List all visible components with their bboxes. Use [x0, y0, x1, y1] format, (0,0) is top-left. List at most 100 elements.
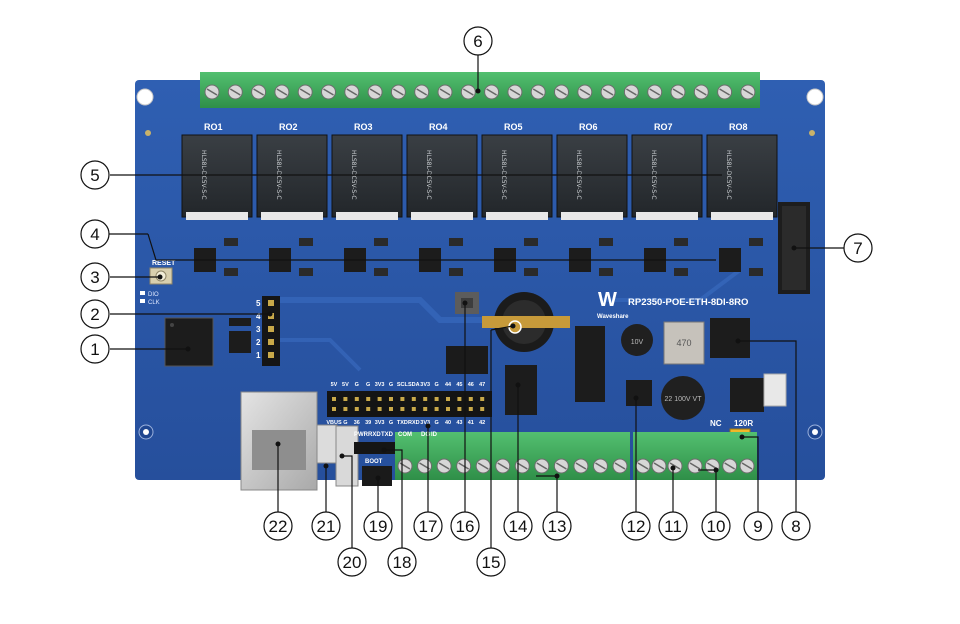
uart-rxd-label: RXD — [368, 432, 381, 438]
callout-13: 13 — [542, 511, 572, 541]
id-label: ID — [431, 432, 438, 438]
callout-7: 7 — [843, 233, 873, 263]
terminal-screw — [647, 84, 663, 100]
header-top-label: G — [434, 382, 438, 388]
terminal-screw — [670, 84, 686, 100]
terminal-screw — [484, 84, 500, 100]
relay: HLS8L-DC5V-S-C — [181, 134, 253, 220]
side-labels: DIO CLK — [140, 291, 160, 306]
terminal-screw — [573, 458, 589, 474]
callout-4: 4 — [80, 219, 110, 249]
header-top-label: 47 — [479, 382, 485, 388]
callout-10: 10 — [701, 511, 731, 541]
header-top-label: 44 — [445, 382, 452, 388]
clk-label: CLK — [148, 300, 160, 306]
callout-21: 21 — [311, 511, 341, 541]
terminal-screw — [475, 458, 491, 474]
callout-number: 1 — [90, 340, 99, 359]
header-bottom-label: 40 — [445, 420, 451, 426]
callout-11: 11 — [658, 511, 688, 541]
callout-number: 18 — [393, 553, 412, 572]
header-bottom-label: 36 — [354, 420, 360, 426]
terminal-screw — [600, 84, 616, 100]
terminal-screw — [495, 458, 511, 474]
terminal-silk: COM DG ID — [398, 432, 438, 438]
relay: HLS8L-DC5V-S-C — [406, 134, 478, 220]
callout-22: 22 — [263, 511, 293, 541]
terminal-screw — [612, 458, 628, 474]
callout-9: 9 — [743, 511, 773, 541]
header-top-label: SCL — [397, 382, 409, 388]
terminal-screw — [740, 84, 756, 100]
terminal-block — [395, 432, 630, 480]
header-top-label: 3V3 — [375, 382, 385, 388]
callout-number: 3 — [90, 268, 99, 287]
header-top-label: 46 — [468, 382, 474, 388]
terminal-screw — [534, 458, 550, 474]
header-top-label: 45 — [456, 382, 462, 388]
header-bottom-label: 3V3 — [420, 420, 430, 426]
callout-3: 3 — [80, 262, 110, 292]
callout-number: 12 — [627, 517, 646, 536]
terminal-screw — [297, 84, 313, 100]
diode — [446, 346, 488, 374]
mounting-holes — [136, 88, 824, 440]
header-bottom-label: TXD — [397, 420, 408, 426]
flash-chip — [229, 318, 251, 326]
relay: HLS8L-DC5V-S-C — [331, 134, 403, 220]
relay-label: RO7 — [654, 122, 673, 132]
relay: HLS8L-DC5V-S-C — [481, 134, 553, 220]
pin-number: 4 — [256, 312, 261, 321]
callout-number: 22 — [269, 517, 288, 536]
header-top-label: 5V — [342, 382, 349, 388]
header-top-label: 3V3 — [420, 382, 430, 388]
header-top-label: G — [389, 382, 393, 388]
optocoupler-row — [194, 238, 763, 276]
callout-number: 10 — [707, 517, 726, 536]
brand-label: Waveshare — [597, 314, 629, 320]
terminal-screw — [227, 84, 243, 100]
header-bottom-label: G — [434, 420, 438, 426]
terminal-screw — [687, 458, 703, 474]
callout-number: 21 — [317, 517, 336, 536]
terminal-screw — [456, 458, 472, 474]
terminal-screw — [722, 458, 738, 474]
nc-label: NC — [710, 419, 722, 428]
terminal-screw — [667, 458, 683, 474]
callout-number: 14 — [509, 517, 528, 536]
di-chip — [505, 365, 537, 415]
uart-txd-label: TXD — [381, 432, 394, 438]
terminal-screw — [577, 84, 593, 100]
relay-label: RO4 — [429, 122, 448, 132]
callout-15: 15 — [476, 547, 506, 577]
pin-number: 1 — [256, 351, 261, 360]
callout-number: 13 — [548, 517, 567, 536]
header-top-label: G — [366, 382, 370, 388]
power-section: 470 10V 22 100V VT — [575, 318, 787, 420]
relay-label: RO2 — [279, 122, 298, 132]
callout-number: 8 — [791, 517, 800, 536]
terminal-screw — [204, 84, 220, 100]
callout-number: 5 — [90, 166, 99, 185]
small-chip — [229, 331, 251, 353]
terminal-screw — [514, 458, 530, 474]
optocoupler — [719, 238, 763, 276]
waveshare-logo: W — [598, 289, 617, 311]
mcu-chip — [164, 317, 214, 367]
callout-6: 6 — [463, 26, 493, 56]
header-top-label: SDA — [408, 382, 420, 388]
terminal-screw — [417, 458, 433, 474]
di-terminals — [395, 432, 757, 480]
callout-5: 5 — [80, 160, 110, 190]
callout-2: 2 — [80, 299, 110, 329]
callout-12: 12 — [621, 511, 651, 541]
terminal-screw — [554, 84, 569, 100]
terminal-screw — [397, 458, 413, 474]
relay-part-label: HLS8L-DC5V-S-C — [725, 150, 732, 200]
terminal-screw — [739, 458, 755, 474]
pin-number: 3 — [256, 325, 261, 334]
callout-17: 17 — [413, 511, 443, 541]
terminal-screw — [592, 458, 608, 474]
header-bottom-label: 42 — [479, 420, 485, 426]
